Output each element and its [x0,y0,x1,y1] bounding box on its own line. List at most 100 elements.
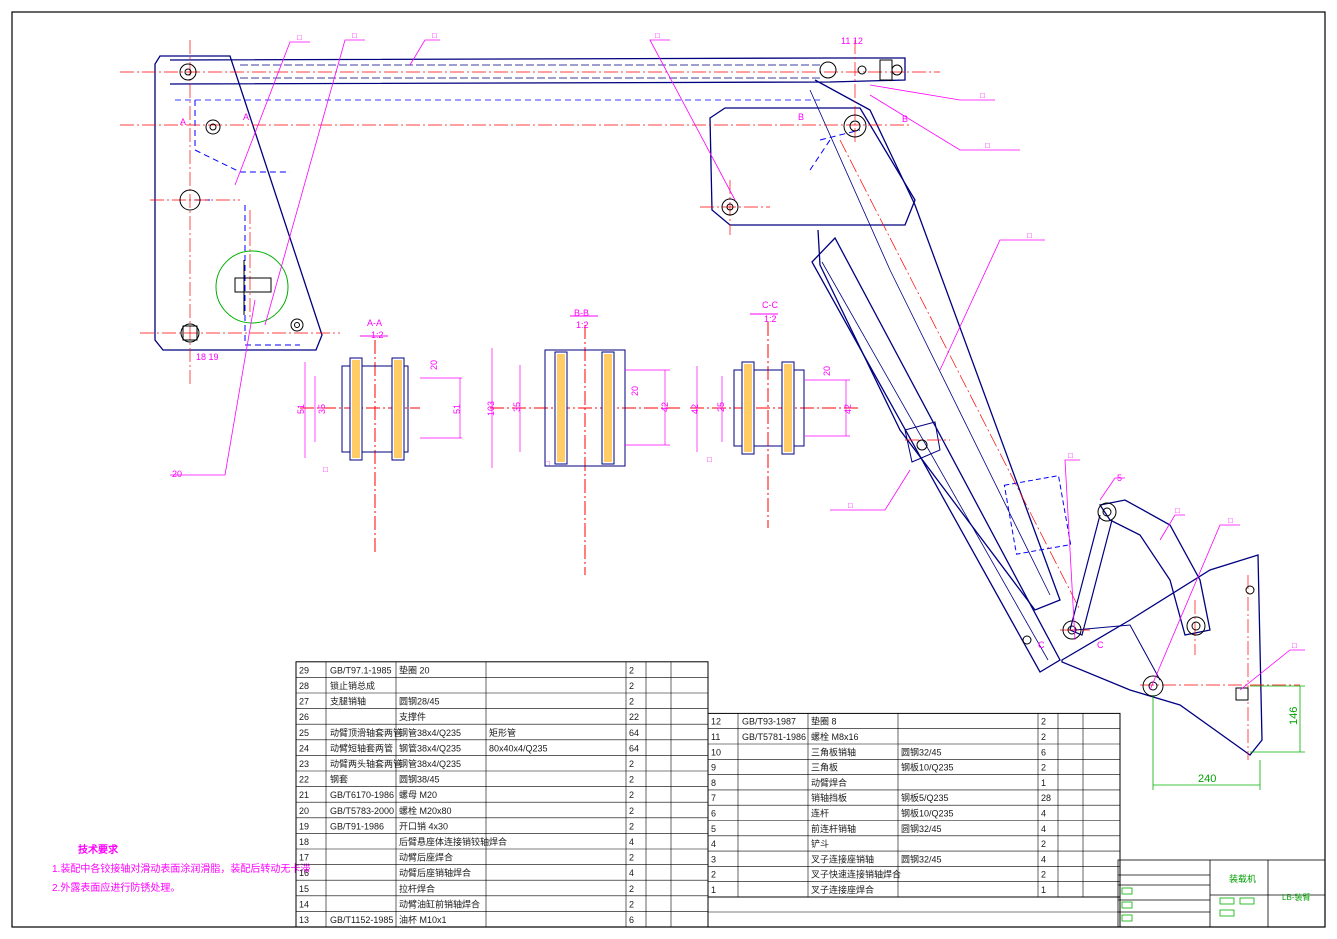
bom-name: 连杆 [811,808,829,819]
bom-name: 拉杆焊合 [399,883,435,894]
bom-material: 圆钢32/45 [901,746,942,757]
bom-qty: 4 [1041,809,1046,819]
bom-name: 螺栓 M8x16 [811,731,859,742]
bom-qty: 2 [629,790,634,800]
bom-qty: 6 [629,915,634,925]
bom-name: 垫圈 8 [811,716,837,727]
section-aa-title: A-A [367,318,382,328]
bom-name: 动臂焊合 [811,777,847,788]
bom-item-no: 5 [711,824,716,834]
bom-name: 钢管38x4/Q235 [399,742,461,753]
bom-qty: 1 [1041,778,1046,788]
svg-text:□: □ [352,31,357,40]
bom-name: 销轴挡板 [811,792,847,803]
bom-qty: 2 [629,899,634,909]
bom-item-no: 3 [711,854,716,864]
bom-item-no: 21 [299,790,309,800]
balloon-11-12: 11 12 [841,36,863,46]
view-mark-c-left: C [1038,640,1045,650]
bom-qty: 2 [1041,717,1046,727]
svg-text:42: 42 [690,404,700,414]
bom-name: 叉子连接座焊合 [811,884,874,895]
bucket-link [1098,499,1211,636]
svg-text:42: 42 [660,402,670,412]
dim-vertical: 146 [1288,707,1300,725]
bom-name: 支撑件 [399,711,426,722]
tech-note-1: 1.装配中各铰接轴对滑动表面涂润滑脂，装配后转动无卡滞 [52,862,310,875]
side-plate [154,55,323,351]
pins [179,59,1255,701]
bom-code: 锁止销总成 [330,680,375,691]
bom-qty: 4 [1041,854,1046,864]
bom-item-no: 2 [711,870,716,880]
svg-text:□: □ [1175,506,1180,515]
bom-item-no: 7 [711,793,716,803]
boom-inner [809,89,1051,596]
svg-text:□: □ [297,33,302,42]
bom-name: 圆钢38/45 [399,774,440,785]
bom-name: 前连杆销轴 [811,823,856,834]
bom-name: 圆钢28/45 [399,696,440,707]
bom-item-no: 15 [299,884,309,894]
view-mark-a-left: A [180,117,186,127]
svg-text:□: □ [655,31,660,40]
bom-name: 油杯 M10x1 [399,914,447,925]
bom-material: 矩形管 [489,727,516,738]
svg-text:□: □ [980,91,985,100]
boom [814,79,1061,611]
bom-code: 动臂顶滑轴套两管 [330,727,402,738]
bom-code: GB/T5783-2000 [330,806,394,816]
bom-name: 垫圈 20 [399,664,430,675]
bom-name: 三角板销轴 [811,746,856,757]
svg-text:□: □ [848,501,853,510]
bom-material: 钢板10/Q235 [901,808,954,819]
svg-text:20: 20 [429,360,439,370]
bom-item-no: 19 [299,821,309,831]
bom-name: 后臂悬座体连接销铰轴焊合 [399,836,507,847]
bom-code: GB/T97.1-1985 [330,665,392,675]
bom-code: 动臂短轴套两管 [330,742,393,753]
svg-text:□: □ [1228,516,1233,525]
bom-qty: 64 [629,728,639,738]
bom-row: 8 动臂焊合 1 [711,777,1046,788]
bom-qty: 4 [629,868,634,878]
bom-item-no: 12 [711,717,721,727]
view-mark-a-right: A [243,112,249,122]
svg-text:35: 35 [317,404,327,414]
title-block [1117,859,1326,928]
section-bb-title: B-B [574,308,589,318]
title-block-name: 装载机 [1229,873,1256,884]
svg-text:42: 42 [843,404,853,414]
tech-note-2: 2.外露表面应进行防锈处理。 [52,881,180,894]
bom-name: 开口销 4x30 [399,820,448,831]
bom-item-no: 1 [711,885,716,895]
svg-text:20: 20 [822,366,832,376]
bom-item-no: 20 [299,806,309,816]
bom-qty: 2 [1041,732,1046,742]
leader-lines [170,39,1305,691]
bom-material: 80x40x4/Q235 [489,743,548,753]
bom-name: 动臂后座焊合 [399,852,453,863]
bom-code: 钢套 [330,774,348,785]
bom-qty: 2 [1041,839,1046,849]
bom-item-no: 8 [711,778,716,788]
bom-item-no: 9 [711,763,716,773]
